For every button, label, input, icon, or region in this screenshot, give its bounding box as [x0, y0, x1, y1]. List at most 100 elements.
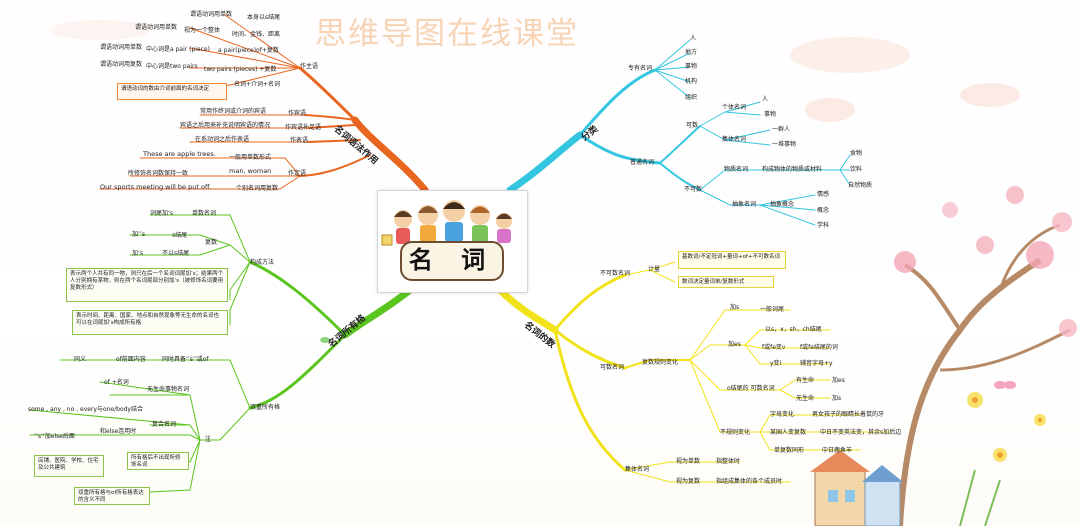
topic-node[interactable]: 一堆事物: [772, 141, 797, 148]
topic-node[interactable]: 指组成集体的各个成员时: [716, 478, 783, 485]
topic-node[interactable]: 辅音字母+y: [800, 360, 833, 367]
topic-node[interactable]: 谓语动词用单数: [135, 24, 178, 31]
topic-node[interactable]: 所修饰名词数保持一致: [128, 170, 189, 177]
topic-node[interactable]: 加’s: [132, 250, 144, 257]
topic-node[interactable]: 同义: [74, 356, 87, 363]
note-box[interactable]: 表示时间、距离、国家、地点和自然现象等无生命的名词也可以在词尾加’s构成所有格: [72, 310, 228, 335]
topic-node[interactable]: 名词+介词+名词: [234, 81, 281, 88]
topic-node[interactable]: 男女孩子的眼睛长着鼠的牙: [812, 411, 885, 418]
topic-node[interactable]: 同时具备’’s’’或of: [162, 356, 209, 363]
topic-node[interactable]: 字母变化: [770, 411, 795, 418]
topic-node[interactable]: 加es: [728, 341, 741, 348]
note-box[interactable]: 谓语动词的数由介词前面的名词决定: [117, 83, 227, 100]
topic-node[interactable]: 某国人变复数: [770, 429, 807, 436]
topic-node[interactable]: 不可数: [684, 186, 703, 193]
topic-node[interactable]: 单复数同形: [774, 447, 805, 454]
topic-node[interactable]: 视为单数: [676, 458, 701, 465]
topic-node[interactable]: 中日不变英法变，其余s加后边: [820, 429, 902, 436]
topic-node[interactable]: 不以s结尾: [162, 250, 190, 257]
note-box[interactable]: 数词决定量词单/复数形式: [678, 276, 774, 288]
topic-node[interactable]: y变i: [770, 360, 782, 367]
topic-node[interactable]: 一般用单数形式: [229, 154, 272, 161]
topic-node[interactable]: 普通名词: [630, 159, 655, 166]
topic-node[interactable]: of前面内容: [116, 356, 146, 363]
topic-node[interactable]: 双重所有格: [250, 404, 281, 411]
topic-node[interactable]: 注: [205, 436, 212, 443]
topic-node[interactable]: 中心词是two pairs: [146, 63, 198, 70]
topic-node[interactable]: 加s: [730, 304, 740, 311]
topic-node[interactable]: 可数名词: [600, 364, 625, 371]
topic-node[interactable]: 人: [690, 35, 697, 42]
topic-node[interactable]: 作表语: [290, 137, 309, 144]
topic-node[interactable]: 中心词是a pair (piece): [146, 46, 210, 53]
topic-node[interactable]: 集体名词: [625, 466, 650, 473]
topic-node[interactable]: 情感: [817, 191, 830, 198]
topic-node[interactable]: 作宾语: [288, 110, 307, 117]
topic-node[interactable]: 中日鹿鱼羊: [822, 447, 853, 454]
topic-node[interactable]: Our sports meeting will be put off.: [100, 183, 212, 191]
topic-node[interactable]: 组织: [685, 94, 698, 101]
topic-node[interactable]: 地方: [685, 49, 698, 56]
topic-node[interactable]: 复数: [205, 239, 218, 246]
topic-node[interactable]: 加s: [832, 395, 842, 402]
topic-node[interactable]: 构成物体的物质或材料: [762, 166, 823, 173]
topic-node[interactable]: 谓语动词用复数: [100, 61, 143, 68]
topic-node[interactable]: 一群人: [772, 126, 791, 133]
topic-node[interactable]: 个体名词: [722, 104, 747, 111]
topic-node[interactable]: ’’s’’加else后面: [34, 433, 75, 440]
topic-node[interactable]: 词尾加’s: [150, 210, 174, 217]
topic-node[interactable]: 个别名词用复数: [236, 185, 279, 192]
note-box[interactable]: 双重所有格与of所有格表达的含义不同: [74, 487, 150, 505]
topic-node[interactable]: 事物: [764, 111, 777, 118]
topic-node[interactable]: 无生命事物名词: [147, 386, 190, 393]
topic-node[interactable]: 计量: [648, 266, 661, 273]
topic-node[interactable]: 事物: [685, 63, 698, 70]
topic-node[interactable]: some , any , no , every与one/body结合: [28, 406, 143, 413]
topic-node[interactable]: 宾语之后用来补充说明宾语的情况: [180, 122, 271, 129]
note-box[interactable]: 店铺、医院、学校、住宅及公共建筑: [34, 455, 104, 477]
topic-node[interactable]: 有生命: [796, 377, 815, 384]
note-box[interactable]: 所有格后不出现所修饰名词: [127, 452, 189, 470]
topic-node[interactable]: 时间、金钱、距离: [232, 31, 281, 38]
topic-node[interactable]: f或fe变v: [762, 344, 786, 351]
topic-node[interactable]: 指整体时: [716, 458, 741, 465]
topic-node[interactable]: 谓语动词用单数: [100, 44, 143, 51]
topic-node[interactable]: 抽象概念: [770, 201, 795, 208]
topic-node[interactable]: 单数名词: [192, 210, 217, 217]
topic-node[interactable]: 常用作终词或介词的宾语: [200, 108, 267, 115]
topic-node[interactable]: a pair(piece)of+复数: [218, 47, 279, 54]
topic-node[interactable]: 复数规则变化: [642, 359, 679, 366]
topic-node[interactable]: These are apple trees.: [143, 150, 216, 158]
topic-node[interactable]: 作定语: [288, 170, 307, 177]
topic-node[interactable]: 食物: [850, 150, 863, 157]
topic-node[interactable]: 不规则变化: [720, 429, 751, 436]
topic-node[interactable]: 加’’s: [132, 231, 145, 238]
topic-node[interactable]: man, woman: [229, 167, 272, 175]
topic-node[interactable]: 和else连用时: [100, 428, 137, 435]
topic-node[interactable]: 视为一个整体: [184, 27, 221, 34]
central-topic[interactable]: 名 词: [377, 190, 528, 293]
topic-node[interactable]: 谓语动词用单数: [190, 11, 233, 18]
topic-node[interactable]: o结尾的 可数名词: [727, 385, 775, 392]
topic-node[interactable]: 饮料: [850, 166, 863, 173]
topic-node[interactable]: 物质名词: [724, 166, 749, 173]
topic-node[interactable]: 人: [762, 96, 769, 103]
topic-node[interactable]: 学科: [817, 222, 830, 229]
topic-node[interactable]: 本身以s结尾: [247, 14, 281, 21]
topic-node[interactable]: 复合名词: [152, 421, 177, 428]
topic-node[interactable]: 可数: [686, 122, 699, 129]
topic-node[interactable]: of +名词: [104, 379, 129, 386]
topic-node[interactable]: 一般词尾: [760, 306, 785, 313]
topic-node[interactable]: 无生命: [796, 395, 815, 402]
topic-node[interactable]: 机构: [685, 78, 698, 85]
topic-node[interactable]: 视为复数: [676, 478, 701, 485]
topic-node[interactable]: s结尾: [172, 232, 188, 239]
topic-node[interactable]: two pairs (pieces) +复数: [204, 66, 277, 73]
topic-node[interactable]: 作宾语补足语: [285, 124, 322, 131]
topic-node[interactable]: 构成方法: [250, 259, 275, 266]
topic-node[interactable]: 集体名词: [722, 136, 747, 143]
topic-node[interactable]: 以s，x，sh，ch结尾: [765, 326, 822, 333]
topic-node[interactable]: 在系动词之后作表语: [195, 136, 250, 143]
topic-node[interactable]: 作主语: [300, 63, 319, 70]
topic-node[interactable]: 加es: [832, 377, 845, 384]
